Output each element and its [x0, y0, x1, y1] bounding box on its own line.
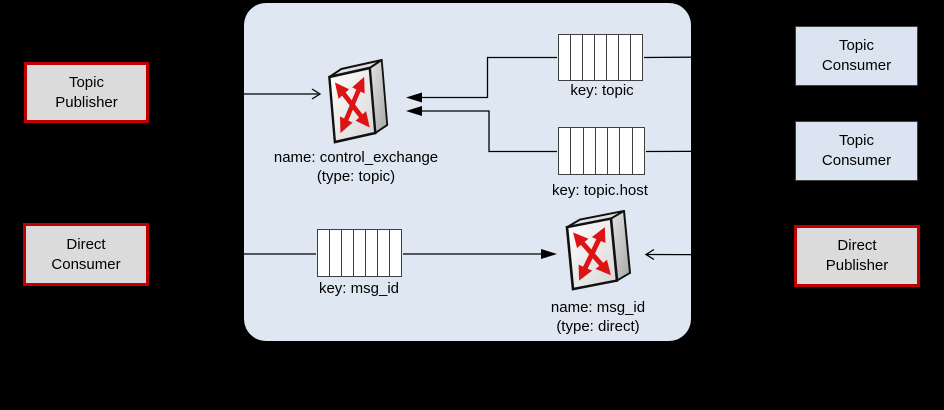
direct-publisher-box: Direct Publisher	[794, 225, 920, 287]
queue-cell	[620, 128, 633, 174]
queue-cell	[571, 128, 584, 174]
control-exchange-name-label: name: control_exchange	[273, 149, 439, 166]
control-exchange-switch-icon	[328, 59, 389, 144]
queue-cell	[354, 230, 366, 276]
topic-consumer-label-1: Topic Consumer	[821, 37, 892, 74]
direct-publisher-label: Direct Publisher	[825, 237, 889, 274]
queue-cell	[631, 35, 642, 80]
queue-cell	[559, 35, 571, 80]
direct-exchange-switch-icon	[565, 210, 632, 291]
queue-topic-label: key: topic	[570, 82, 634, 99]
topic-consumer-label-2: Topic Consumer	[821, 132, 892, 169]
queue-msg-id	[317, 229, 402, 277]
queue-cell	[559, 128, 572, 174]
queue-cell	[390, 230, 401, 276]
queue-cell	[595, 35, 607, 80]
direct-consumer-label: Direct Consumer	[51, 235, 121, 273]
topic-publisher-box: Topic Publisher	[24, 62, 149, 123]
queue-topic-host	[558, 127, 645, 175]
queue-cell	[607, 35, 619, 80]
queue-cell	[342, 230, 354, 276]
queue-cell	[378, 230, 390, 276]
queue-msg-id-label: key: msg_id	[318, 280, 400, 297]
queue-topic	[558, 34, 643, 81]
direct-consumer-box: Direct Consumer	[23, 223, 149, 286]
direct-exchange-name-label: name: msg_id	[550, 299, 646, 316]
open-arrowhead	[149, 248, 160, 260]
queue-cell	[330, 230, 342, 276]
queue-cell	[318, 230, 330, 276]
queue-cell	[583, 35, 595, 80]
direct-exchange-type-label: (type: direct)	[556, 318, 640, 335]
control-exchange-type-label: (type: topic)	[316, 168, 396, 185]
topic-consumer-box-1: Topic Consumer	[795, 26, 918, 86]
topic-publisher-label: Topic Publisher	[55, 73, 118, 111]
queue-cell	[619, 35, 631, 80]
queue-cell	[584, 128, 596, 174]
queue-cell	[596, 128, 609, 174]
queue-cell	[633, 128, 644, 174]
queue-topic-host-label: key: topic.host	[552, 182, 648, 199]
queue-cell	[366, 230, 378, 276]
queue-cell	[571, 35, 583, 80]
queue-cell	[608, 128, 621, 174]
topic-consumer-box-2: Topic Consumer	[795, 121, 918, 181]
